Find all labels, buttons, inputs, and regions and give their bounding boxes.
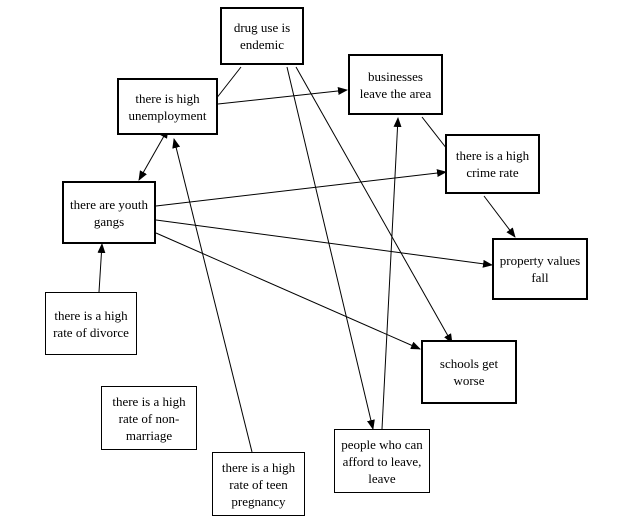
node-schools-worse-label: schools get worse bbox=[439, 356, 499, 388]
node-unemployment: there is high unemployment bbox=[117, 78, 218, 135]
edge-divorce-to-youth-gangs bbox=[97, 243, 106, 293]
node-divorce-label: there is a high rate of divorce bbox=[53, 307, 129, 340]
node-youth-gangs-label: there are youth gangs bbox=[70, 196, 148, 229]
node-teen-pregnancy: there is a high rate of teen pregnancy bbox=[212, 452, 305, 516]
edge-unemployment-to-businesses-leave bbox=[217, 86, 348, 105]
node-youth-gangs: there are youth gangs bbox=[62, 181, 156, 244]
edge-youth-gangs-to-schools-worse bbox=[155, 232, 421, 350]
edge-crime-rate-to-property-values bbox=[483, 195, 516, 238]
node-non-marriage: there is a high rate of non-marriage bbox=[101, 386, 197, 450]
node-afford-to-leave: people who can afford to leave, leave bbox=[334, 429, 430, 493]
node-divorce: there is a high rate of divorce bbox=[45, 292, 137, 355]
node-businesses-leave-label: businesses leave the area bbox=[359, 68, 432, 101]
edge-drug-use-to-schools-worse bbox=[295, 66, 453, 344]
edge-businesses-leave-to-crime-rate bbox=[421, 116, 448, 150]
node-crime-rate: there is a high crime rate bbox=[445, 134, 540, 194]
node-property-values-label: property values fall bbox=[499, 253, 581, 285]
node-teen-pregnancy-label: there is a high rate of teen pregnancy bbox=[221, 459, 296, 509]
edge-youth-gangs-to-property-values bbox=[155, 219, 493, 268]
node-crime-rate-label: there is a high crime rate bbox=[455, 148, 530, 180]
node-schools-worse: schools get worse bbox=[421, 340, 517, 404]
edge-youth-gangs-to-crime-rate bbox=[155, 169, 447, 207]
node-drug-use-label: drug use is endemic bbox=[233, 20, 291, 52]
node-non-marriage-label: there is a high rate of non-marriage bbox=[112, 393, 186, 443]
edge-teen-pregnancy-to-unemployment bbox=[172, 138, 253, 453]
edge-unemployment-to-youth-gangs bbox=[138, 128, 169, 181]
node-drug-use: drug use is endemic bbox=[220, 7, 304, 65]
edge-layer bbox=[97, 66, 516, 453]
node-afford-to-leave-label: people who can afford to leave, leave bbox=[341, 436, 423, 486]
edge-drug-use-to-afford-to-leave bbox=[286, 66, 375, 430]
edge-afford-to-leave-to-businesses-leave bbox=[381, 117, 402, 430]
node-unemployment-label: there is high unemployment bbox=[128, 90, 207, 123]
node-businesses-leave: businesses leave the area bbox=[348, 54, 443, 115]
node-property-values: property values fall bbox=[492, 238, 588, 300]
